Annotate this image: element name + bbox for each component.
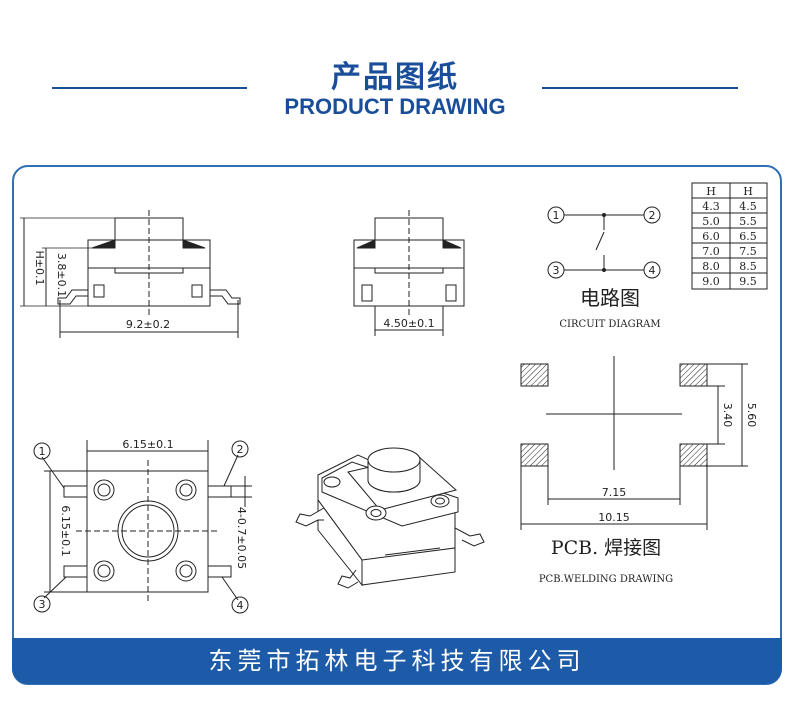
drawing-panel — [12, 165, 782, 685]
top-height-label: 6.15±0.1 — [59, 505, 72, 556]
top-pin-2: 2 — [237, 443, 244, 456]
table-cell: 9.5 — [739, 275, 757, 288]
table-cell: 7.0 — [702, 245, 720, 258]
page-title: 产品图纸 — [331, 60, 459, 95]
circuit-pin-2: 2 — [649, 209, 656, 222]
side-view — [20, 210, 241, 338]
table-cell: 4.3 — [702, 200, 720, 213]
circuit-diagram — [547, 206, 661, 279]
pcb-title: PCB. 焊接图 — [551, 537, 661, 559]
top-pin-4: 4 — [237, 599, 244, 612]
height-table — [691, 182, 768, 290]
pcb-drawing — [520, 356, 748, 530]
side-width-label: 9.2±0.2 — [126, 318, 170, 331]
table-cell: 8.5 — [739, 260, 757, 273]
circuit-pin-4: 4 — [649, 264, 656, 277]
pcb-outer-width-label: 10.15 — [598, 511, 630, 524]
side-body-height-label: 3.8±0.1 — [55, 253, 68, 297]
table-cell: 7.5 — [739, 245, 757, 258]
table-cell: 9.0 — [702, 275, 720, 288]
header-rule-left — [52, 87, 247, 89]
table-header-2: H — [743, 185, 753, 198]
table-header-1: H — [706, 185, 716, 198]
circuit-subtitle: CIRCUIT DIAGRAM — [559, 319, 660, 330]
front-width-label: 4.50±0.1 — [383, 317, 434, 330]
page-subtitle: PRODUCT DRAWING — [284, 94, 506, 119]
company-footer: 东莞市拓林电子科技有限公司 — [12, 638, 782, 684]
top-pin-1: 1 — [39, 445, 46, 458]
pcb-inner-height-label: 3.40 — [721, 403, 734, 428]
top-pin-3: 3 — [39, 598, 46, 611]
pcb-outer-height-label: 5.60 — [745, 403, 758, 428]
top-pin-pitch-label: 4-0.7±0.05 — [235, 507, 248, 569]
side-height-label: H±0.1 — [33, 251, 46, 286]
table-cell: 8.0 — [702, 260, 720, 273]
pcb-inner-width-label: 7.15 — [602, 486, 627, 499]
circuit-pin-1: 1 — [553, 209, 560, 222]
top-width-label: 6.15±0.1 — [122, 438, 173, 451]
front-view — [353, 210, 465, 336]
table-cell: 6.0 — [702, 230, 720, 243]
header-rule-right — [542, 87, 738, 89]
table-cell: 5.0 — [702, 215, 720, 228]
isometric-view — [295, 447, 485, 589]
table-cell: 6.5 — [739, 230, 757, 243]
pcb-subtitle: PCB.WELDING DRAWING — [539, 574, 673, 585]
circuit-pin-3: 3 — [553, 264, 560, 277]
circuit-title: 电路图 — [580, 286, 640, 310]
table-cell: 5.5 — [739, 215, 757, 228]
top-view — [33, 440, 252, 614]
table-cell: 4.5 — [739, 200, 757, 213]
